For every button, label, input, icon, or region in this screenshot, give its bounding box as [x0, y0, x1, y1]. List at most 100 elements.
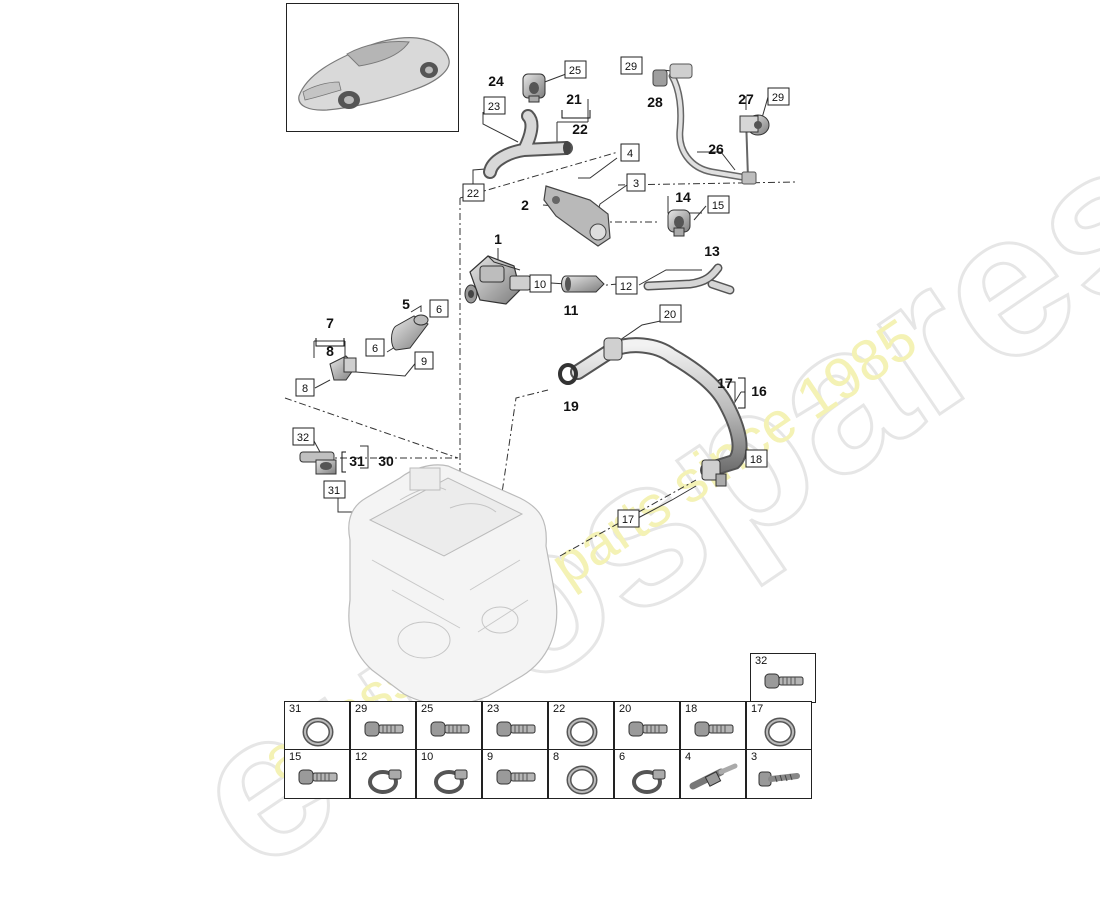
legend-cell-label: 25: [421, 703, 434, 715]
part-16-pipe: [570, 337, 748, 487]
part-24-clamp: [522, 73, 546, 103]
part-5-sleeve: [391, 314, 429, 351]
legend-cell-31: 31: [284, 701, 350, 751]
legend-cell-4: 4: [680, 749, 746, 799]
box-callout-6a: [429, 299, 449, 318]
part-31-plug: [299, 451, 337, 475]
legend-cell-8: 8: [548, 749, 614, 799]
diagram-canvas: [284, 63, 797, 706]
legend-cell-label: 8: [553, 751, 560, 763]
part-2-bracket: [543, 185, 611, 247]
bolt-icon: [496, 769, 536, 785]
callout-2: 2: [521, 197, 529, 213]
bolt-icon: [764, 673, 804, 689]
stud-bolt-icon: [689, 763, 738, 790]
hose-clamp-icon: [368, 769, 402, 794]
bolt-icon: [298, 769, 338, 785]
box-callout-29a-label: 29: [625, 61, 637, 73]
callout-24: 24: [488, 73, 504, 89]
legend-cell-25: 25: [416, 701, 482, 751]
box-callout-9: [414, 351, 434, 370]
callout-26: 26: [708, 141, 724, 157]
legend-cell-3: 3: [746, 749, 812, 799]
callout-28: 28: [647, 94, 663, 110]
legend-cell-label: 23: [487, 703, 500, 715]
box-callout-20-label: 20: [664, 309, 676, 321]
box-callout-18-label: 18: [750, 454, 762, 466]
box-callout-17: [617, 509, 640, 528]
legend-cell-10: 10: [416, 749, 482, 799]
callout-7: 7: [326, 315, 334, 331]
legend-cell-label: 9: [487, 751, 494, 763]
seal-ring-icon: [566, 717, 598, 747]
part-23-hose: [483, 109, 573, 179]
box-callout-23-label: 23: [488, 101, 500, 113]
box-callout-20: [659, 304, 682, 323]
box-callout-6b: [365, 338, 385, 357]
box-callout-18: [745, 449, 768, 468]
box-callout-32: [292, 427, 315, 446]
legend-cell-label: 20: [619, 703, 632, 715]
legend-cell-label: 3: [751, 751, 758, 763]
screw-icon: [758, 771, 800, 787]
box-callout-17-label: 17: [622, 514, 634, 526]
callout-22-bold: 22: [572, 121, 588, 137]
part-11-connector: [561, 275, 605, 293]
box-callout-10: [529, 274, 552, 293]
box-callout-29b: [767, 87, 790, 106]
box-callout-32-label: 32: [297, 432, 309, 444]
part-27-clamp: [739, 114, 770, 136]
box-callout-8-label: 8: [302, 383, 308, 395]
legend-cell-12: 12: [350, 749, 416, 799]
box-callout-22: [462, 183, 485, 202]
vehicle-thumbnail: [286, 3, 459, 132]
box-callout-22-label: 22: [467, 188, 479, 200]
box-callout-6a-label: 6: [436, 304, 442, 316]
bracket-21-22: [561, 110, 591, 119]
box-callout-31: [323, 480, 346, 499]
legend-cell-label: 17: [751, 703, 764, 715]
part-19-seal: [558, 363, 578, 385]
hose-clamp-icon: [632, 769, 666, 794]
car-icon: [298, 37, 450, 111]
part-8-union: [329, 355, 357, 381]
bolt-icon: [496, 721, 536, 737]
bolt-icon: [628, 721, 668, 737]
box-callout-25-label: 25: [569, 65, 581, 77]
bracket-16-17: [738, 377, 746, 409]
legend-cell-17: 17: [746, 701, 812, 751]
seal-ring-icon: [566, 765, 598, 795]
part-14-clamp: [667, 209, 691, 237]
callout-31-bold: 31: [349, 453, 365, 469]
callout-16: 16: [751, 383, 767, 399]
legend-cell-label: 18: [685, 703, 698, 715]
box-callout-8: [295, 378, 315, 397]
legend-cell-label: 31: [289, 703, 302, 715]
box-callout-9-label: 9: [421, 356, 427, 368]
bolt-icon: [430, 721, 470, 737]
legend-cell-label: 29: [355, 703, 368, 715]
callout-30: 30: [378, 453, 394, 469]
box-callout-15: [707, 195, 730, 214]
bracket-30-31: [341, 451, 346, 473]
bolt-icon: [694, 721, 734, 737]
part-13-pipe: [643, 263, 735, 295]
box-callout-15-label: 15: [712, 200, 724, 212]
legend-cell-6: 6: [614, 749, 680, 799]
box-callout-31-label: 31: [328, 485, 340, 497]
legend-cell-label: 4: [685, 751, 692, 763]
callout-layer: 1 2 5 7 8 11 13 14 16 17 19 21 22 24 26 …: [292, 56, 790, 528]
callout-27: 27: [738, 91, 754, 107]
callout-1: 1: [494, 231, 502, 247]
callout-8-bold: 8: [326, 343, 334, 359]
legend-cell-18: 18: [680, 701, 746, 751]
legend-cell-label: 10: [421, 751, 434, 763]
box-callout-12: [615, 276, 638, 295]
callout-11: 11: [564, 302, 579, 318]
parts-diagram: eurospares a passion for parts since 198…: [150, 3, 1100, 914]
box-callout-3-label: 3: [633, 178, 639, 190]
box-callout-4-label: 4: [627, 148, 633, 160]
box-callout-4: [620, 143, 640, 162]
callout-17-bold: 17: [717, 375, 733, 391]
legend-cell-9: 9: [482, 749, 548, 799]
